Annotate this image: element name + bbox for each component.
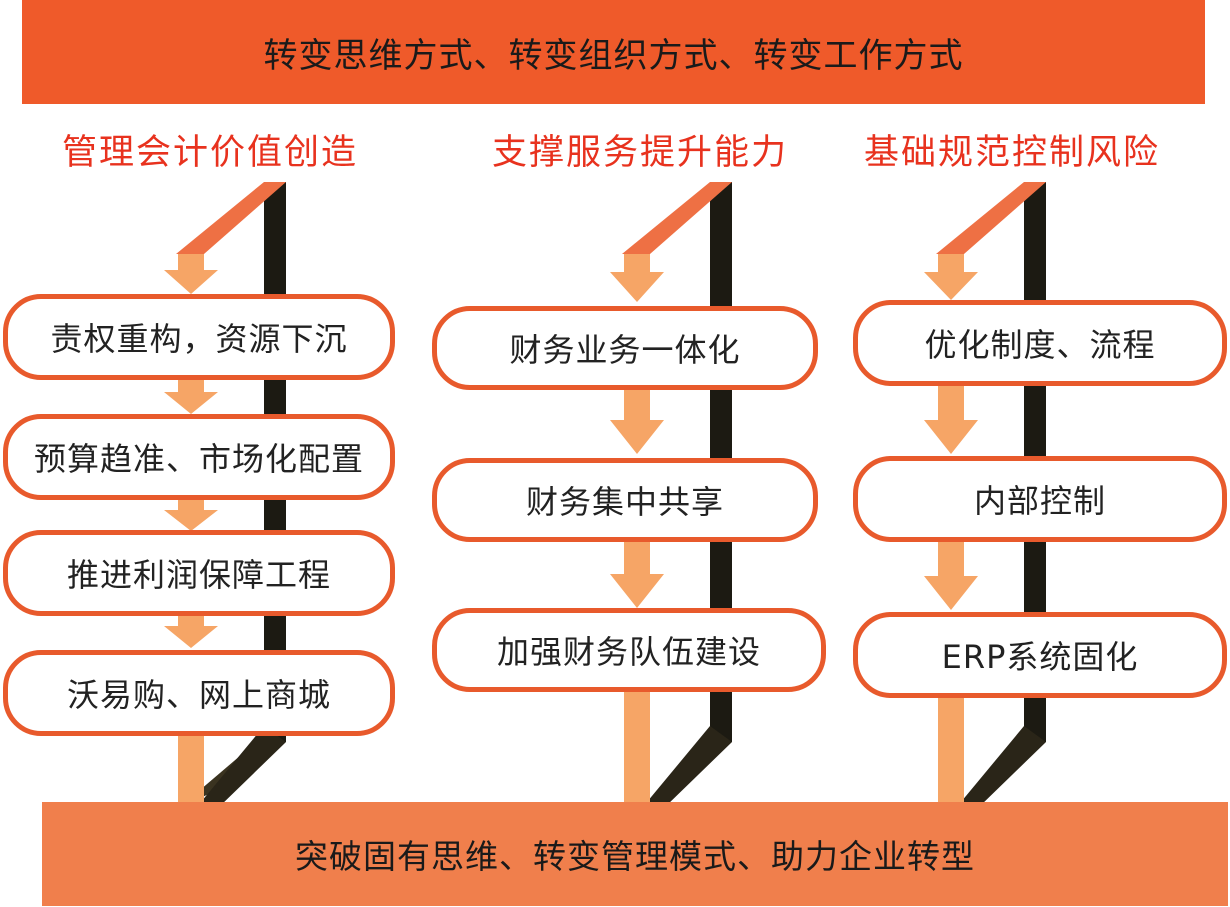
frame-dark-diagonal — [642, 726, 732, 808]
arrow-down — [924, 384, 978, 454]
step-box: 沃易购、网上商城 — [3, 650, 395, 736]
step-box: 预算趋准、市场化配置 — [3, 414, 395, 500]
frame-dark-diagonal — [956, 726, 1046, 808]
step-box: ERP系统固化 — [853, 612, 1227, 698]
step-box: 财务集中共享 — [432, 458, 818, 542]
step-box: 财务业务一体化 — [432, 306, 818, 390]
column-title-service-support: 支撑服务提升能力 — [491, 133, 788, 173]
bottom-banner: 突破固有思维、转变管理模式、助力企业转型 — [42, 802, 1228, 906]
column-title-risk-control: 基础规范控制风险 — [863, 133, 1160, 173]
arrow-down — [924, 254, 978, 300]
arrow-down — [924, 540, 978, 610]
arrow-down — [610, 388, 664, 454]
arrow-down — [164, 254, 218, 294]
arrow-down — [610, 540, 664, 608]
step-box: 内部控制 — [853, 456, 1227, 542]
connector-stem — [938, 694, 964, 808]
step-box: 责权重构，资源下沉 — [3, 294, 395, 380]
step-box: 推进利润保障工程 — [3, 530, 395, 616]
connector-stem — [624, 690, 650, 808]
top-banner: 转变思维方式、转变组织方式、转变工作方式 — [22, 0, 1205, 104]
arrow-down — [164, 614, 218, 648]
frame-orange-diagonal — [622, 182, 732, 254]
arrow-down — [164, 498, 218, 531]
arrow-down — [164, 378, 218, 414]
frame-orange-diagonal — [936, 182, 1046, 254]
frame-orange-diagonal — [176, 182, 286, 254]
step-box: 优化制度、流程 — [853, 300, 1227, 386]
column-title-value-creation: 管理会计价值创造 — [61, 133, 358, 173]
step-box: 加强财务队伍建设 — [432, 608, 826, 692]
frame-dark-diagonal — [196, 726, 286, 808]
arrow-down — [610, 254, 664, 302]
connector-stem — [178, 736, 204, 808]
